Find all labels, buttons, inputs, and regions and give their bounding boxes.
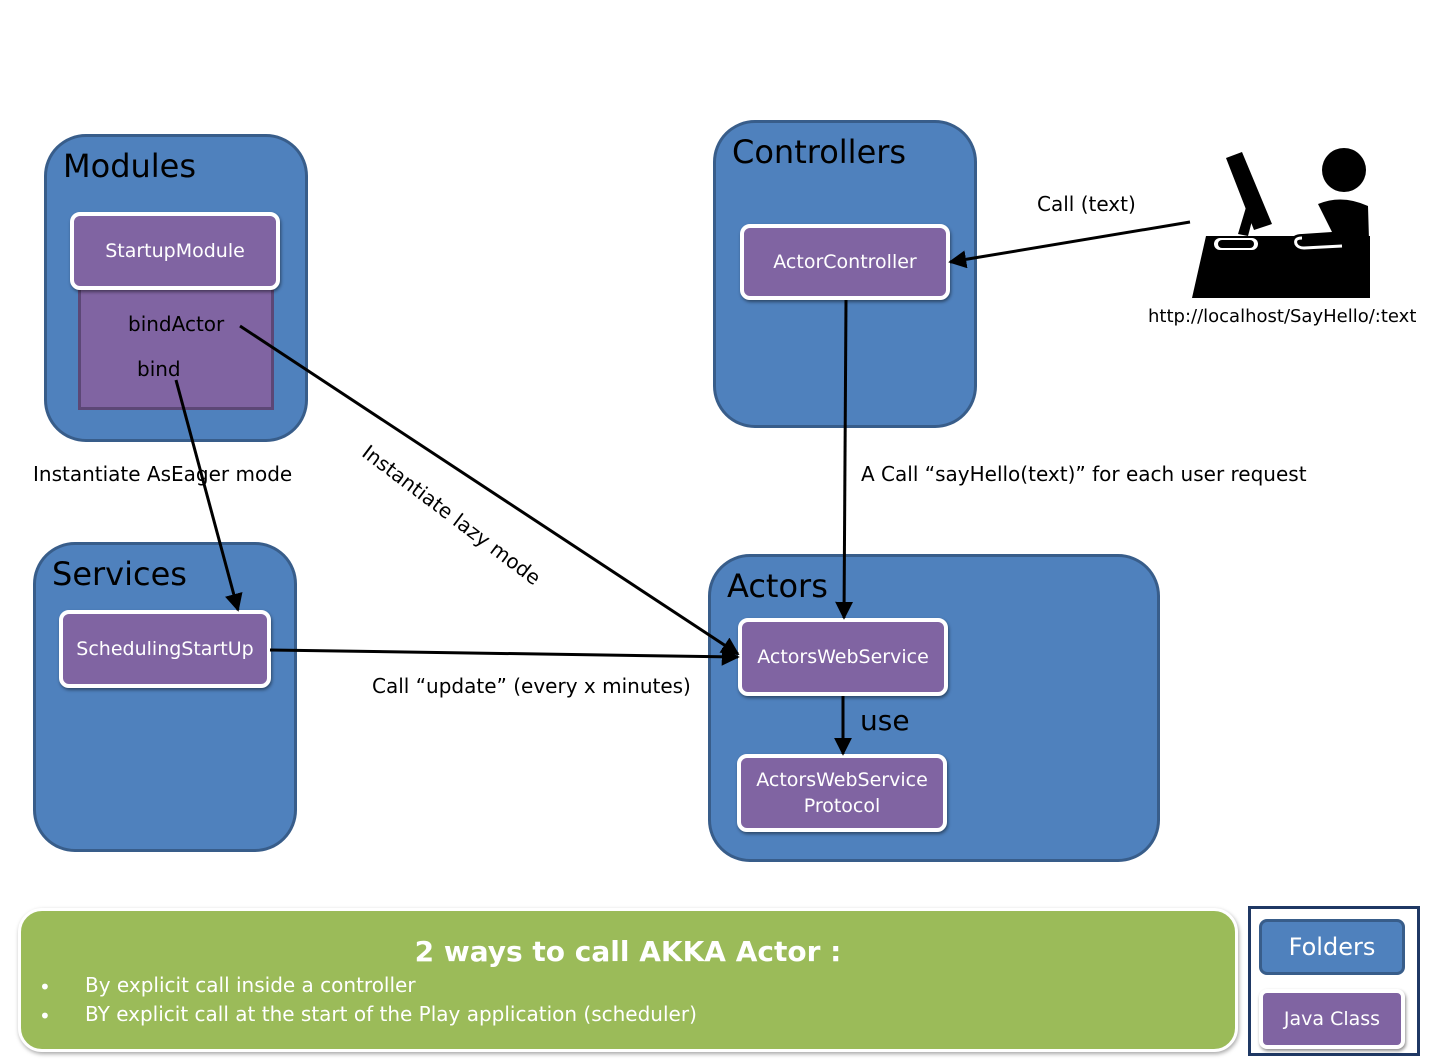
- actors-web-service-class: ActorsWebService: [738, 618, 948, 696]
- services-folder: Services: [33, 542, 297, 852]
- summary-title: 2 ways to call AKKA Actor :: [414, 935, 842, 968]
- call-text-label: Call (text): [1037, 192, 1136, 216]
- controllers-title: Controllers: [732, 133, 907, 171]
- instantiate-eager-label: Instantiate AsEager mode: [33, 462, 293, 486]
- actors-title: Actors: [727, 567, 828, 605]
- user-at-computer-icon: [1192, 124, 1370, 298]
- scheduling-startup-class: SchedulingStartUp: [59, 610, 271, 688]
- bullet-marker: •: [39, 1004, 51, 1028]
- legend-folders: Folders: [1259, 919, 1405, 975]
- actor-controller-class: ActorController: [740, 224, 950, 300]
- use-label: use: [860, 704, 910, 737]
- summary-bullet-2: BY explicit call at the start of the Pla…: [85, 1002, 697, 1026]
- startup-module-body: [78, 284, 274, 410]
- services-title: Services: [52, 555, 187, 593]
- arrow-controller-to-actors: [835, 299, 854, 620]
- legend-java-class: Java Class: [1259, 989, 1405, 1049]
- arrow-scheduler-to-actors: [269, 647, 740, 666]
- startup-module-class: StartupModule: [70, 212, 280, 290]
- arrow-bindactor-to-actors: [239, 324, 740, 656]
- arrow-bind-to-services: [174, 379, 243, 612]
- bullet-marker: •: [39, 975, 51, 999]
- url-label: http://localhost/SayHello/:text: [1148, 306, 1417, 327]
- modules-title: Modules: [63, 147, 197, 185]
- protocol-line-2: Protocol: [803, 795, 881, 817]
- arrow-user-to-controller: [948, 220, 1191, 269]
- bind-label: bind: [137, 357, 181, 381]
- call-update-label: Call “update” (every x minutes): [372, 674, 691, 698]
- say-hello-label: A Call “sayHello(text)” for each user re…: [861, 462, 1307, 486]
- bind-actor-label: bindActor: [128, 312, 225, 336]
- summary-bullet-1: By explicit call inside a controller: [85, 973, 416, 997]
- summary-panel: 2 ways to call AKKA Actor : • By explici…: [18, 908, 1238, 1052]
- legend: Folders Java Class: [1248, 906, 1420, 1056]
- actors-web-service-protocol-class: ActorsWebService Protocol: [737, 754, 947, 832]
- protocol-line-1: ActorsWebService: [756, 769, 928, 791]
